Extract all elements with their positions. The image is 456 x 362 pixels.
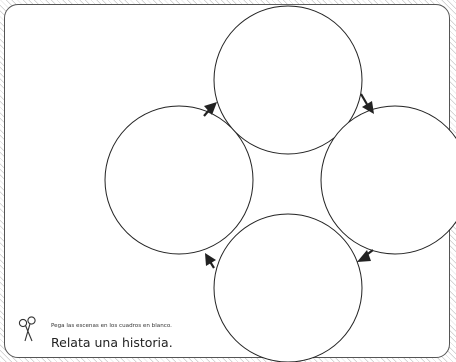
arrow-top-to-right bbox=[360, 93, 374, 114]
instruction-text: Pega las escenas en los cuadros en blanc… bbox=[51, 323, 172, 329]
scene-circle-bottom[interactable] bbox=[213, 213, 363, 362]
scene-circle-right[interactable] bbox=[320, 105, 456, 255]
scene-circle-top[interactable] bbox=[213, 5, 363, 155]
scene-circle-left[interactable] bbox=[104, 105, 254, 255]
worksheet-title: Relata una historia. bbox=[51, 335, 173, 350]
arrow-right-to-bottom bbox=[357, 249, 374, 262]
arrow-bottom-to-left bbox=[205, 253, 216, 269]
scissors-icon bbox=[18, 316, 36, 342]
arrow-left-to-top bbox=[203, 102, 217, 117]
worksheet-footer: Pega las escenas en los cuadros en blanc… bbox=[18, 316, 278, 356]
